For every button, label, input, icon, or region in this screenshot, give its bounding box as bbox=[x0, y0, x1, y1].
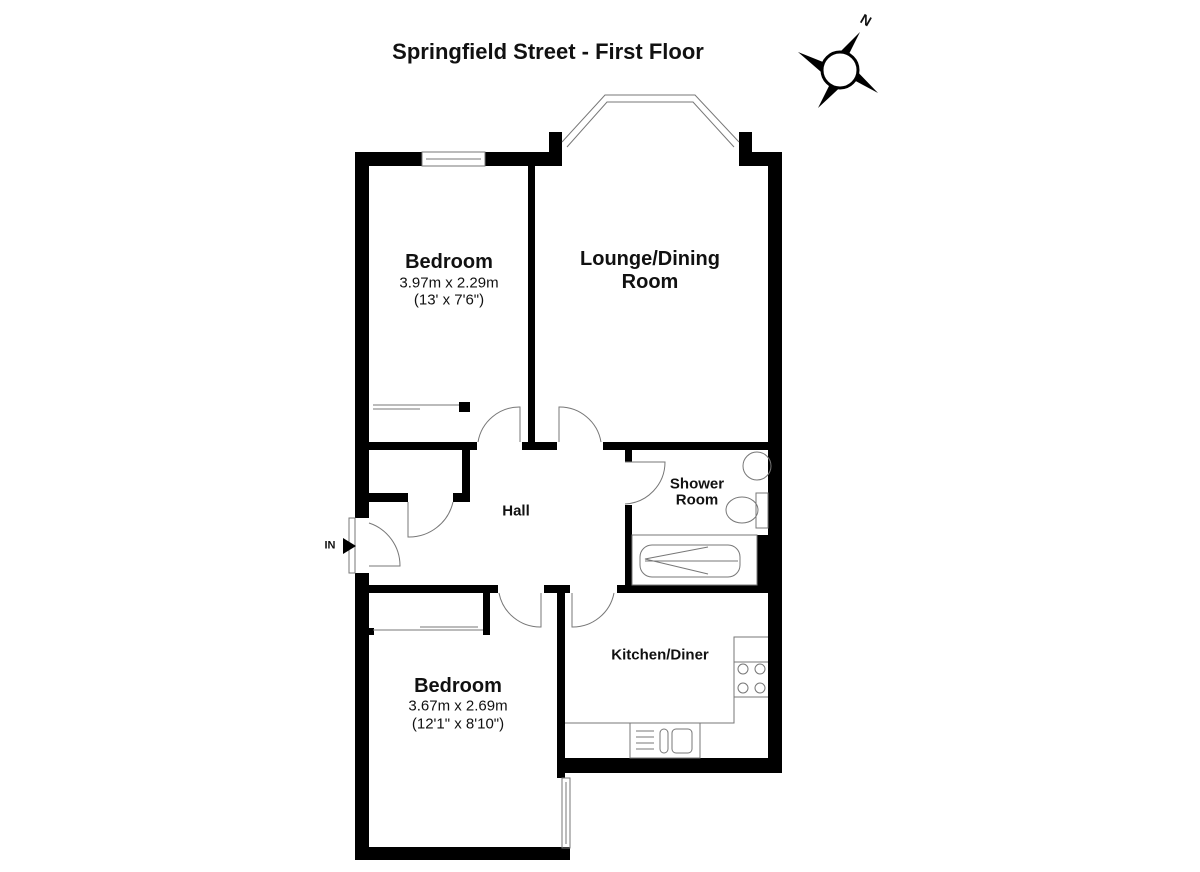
compass-icon bbox=[798, 32, 878, 108]
shower-room-label-line2: Room bbox=[675, 491, 719, 509]
windows-doors bbox=[348, 94, 772, 849]
bedroom-2-dim-imperial: (12'1" x 8'10") bbox=[411, 715, 505, 733]
entrance-label: IN bbox=[324, 539, 336, 552]
bedroom-1-dim-imperial: (13' x 7'6") bbox=[413, 291, 485, 309]
lounge-label-line1: Lounge/Dining bbox=[580, 248, 720, 270]
hall-label: Hall bbox=[502, 502, 530, 520]
bedroom-1-label: Bedroom bbox=[405, 251, 493, 273]
page-title: Springfield Street - First Floor bbox=[392, 39, 704, 64]
bedroom-1-dim-metric: 3.97m x 2.29m bbox=[399, 274, 499, 292]
walls bbox=[355, 132, 782, 860]
bedroom-2-label: Bedroom bbox=[414, 675, 502, 697]
bedroom-2-dim-metric: 3.67m x 2.69m bbox=[408, 697, 508, 715]
lounge-label-line2: Room bbox=[621, 271, 679, 293]
kitchen-label: Kitchen/Diner bbox=[611, 646, 709, 664]
entrance-arrow-icon bbox=[343, 538, 356, 554]
shower-room-label-line1: Shower bbox=[669, 475, 725, 493]
